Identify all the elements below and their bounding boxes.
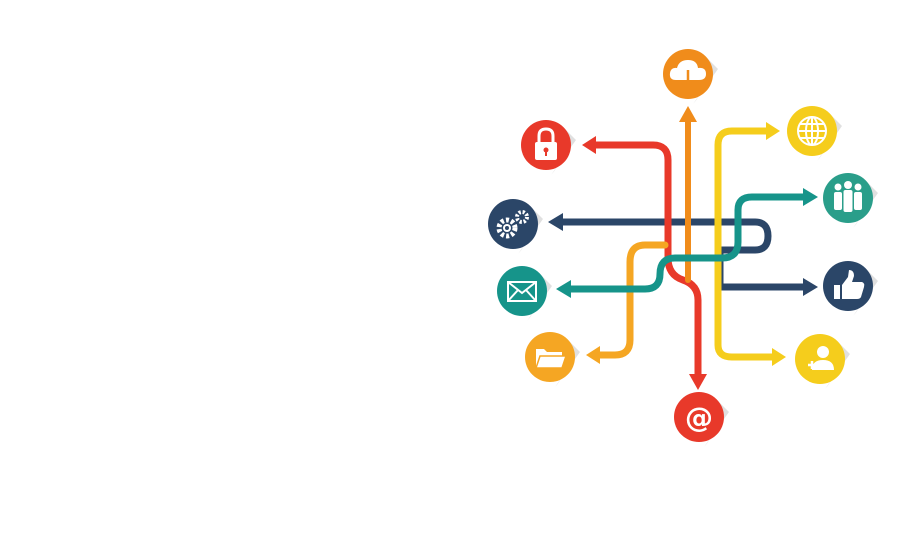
arrowhead-to-gears — [548, 213, 563, 231]
arrowhead-to-folder — [586, 346, 600, 364]
arrowhead-to-cloud — [679, 106, 697, 122]
arrowhead-to-users — [803, 188, 818, 206]
arrowhead-to-like — [803, 278, 818, 296]
yellow-adduser-line — [714, 276, 780, 361]
gears-icon — [488, 199, 543, 254]
arrowhead-to-mail — [556, 280, 571, 298]
yellow-globe-line — [714, 127, 776, 304]
arrowhead-to-adduser — [772, 348, 786, 366]
arrowhead-to-globe — [766, 122, 780, 140]
thumbs-up-icon — [823, 261, 878, 316]
red-flow-line — [588, 141, 702, 384]
orange-folder-line — [594, 241, 669, 359]
navy-loop-line — [661, 218, 812, 291]
teal-flow-line — [562, 193, 812, 293]
cloud-download-icon — [663, 49, 718, 104]
users-group-icon — [823, 173, 878, 228]
at-sign-text: @ — [685, 401, 713, 434]
globe-icon — [787, 106, 842, 161]
add-user-icon — [795, 334, 850, 389]
at-sign-icon: @ — [674, 392, 729, 447]
folder-icon — [525, 332, 580, 387]
lock-icon — [521, 120, 576, 175]
arrowhead-to-at — [689, 374, 707, 390]
arrowhead-to-lock — [582, 136, 596, 154]
envelope-icon — [497, 266, 552, 321]
